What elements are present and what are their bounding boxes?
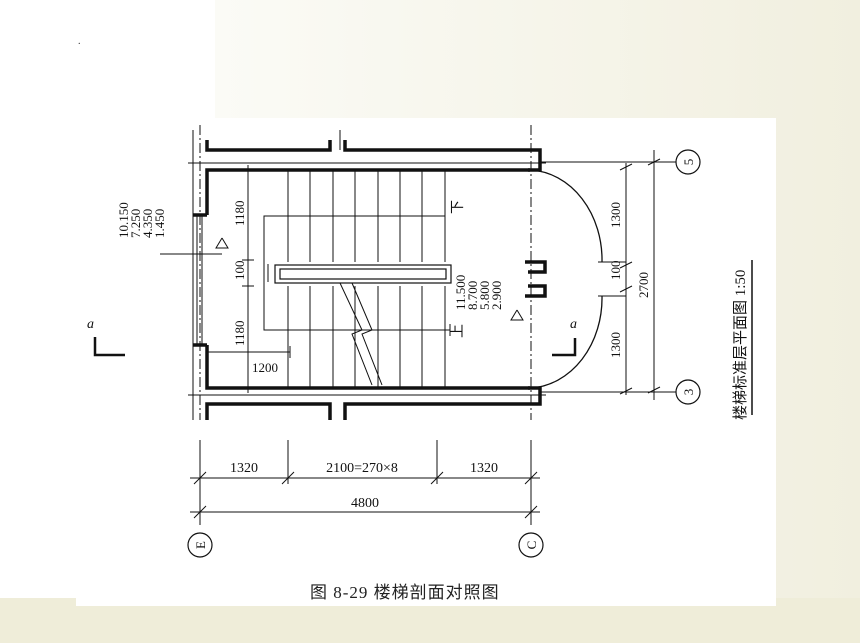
dim-right-100: 100 bbox=[608, 261, 623, 281]
dim-left-1180-bottom: 1180 bbox=[232, 320, 247, 346]
break-line-2 bbox=[351, 282, 383, 386]
section-label-right: a bbox=[570, 317, 577, 332]
wall-top-right bbox=[343, 140, 542, 172]
section-marker-right bbox=[552, 338, 577, 357]
door-pier-top bbox=[525, 260, 547, 274]
elevation-mid-4: 2.900 bbox=[489, 281, 504, 310]
wall-inner-top bbox=[205, 168, 530, 215]
elevation-mid-2: 8.700 bbox=[465, 281, 480, 310]
elevation-left-2: 7.250 bbox=[128, 209, 143, 238]
stair-well-inner bbox=[279, 268, 447, 280]
dim-bottom-total: 4800 bbox=[351, 496, 379, 511]
grid-label-3: 3 bbox=[681, 389, 696, 396]
dim-right-1300-top: 1300 bbox=[608, 202, 623, 228]
elev-triangle-mid bbox=[510, 309, 524, 321]
grid-label-e: E bbox=[193, 541, 208, 549]
bay-arc-top bbox=[530, 169, 603, 263]
wall-top-left bbox=[205, 140, 332, 152]
elevation-left-1: 10.150 bbox=[116, 202, 131, 238]
dim-1200: 1200 bbox=[252, 360, 278, 375]
section-label-left: a bbox=[87, 317, 94, 332]
grid-label-c: C bbox=[524, 541, 539, 550]
dim-right-2700: 2700 bbox=[636, 272, 651, 298]
stair-well-outer bbox=[274, 264, 452, 284]
elev-triangle-left bbox=[215, 237, 229, 249]
corner-mark: . bbox=[78, 36, 81, 47]
elevation-mid-3: 5.800 bbox=[477, 281, 492, 310]
down-label: 下 bbox=[451, 200, 466, 214]
dim-left-100: 100 bbox=[232, 261, 247, 281]
elevation-mid-1: 11.500 bbox=[453, 275, 468, 310]
elevation-left-3: 4.350 bbox=[140, 209, 155, 238]
dim-left-1180-top: 1180 bbox=[232, 200, 247, 226]
door-pier-bottom bbox=[525, 284, 547, 298]
figure-caption: 图 8-29 楼梯剖面对照图 bbox=[310, 583, 500, 602]
wall-bottom-left bbox=[205, 402, 332, 420]
section-marker-left bbox=[93, 337, 125, 357]
grid-bubble-e bbox=[187, 532, 213, 558]
dim-bottom-middle: 2100=270×8 bbox=[326, 461, 398, 476]
up-label: 上 bbox=[450, 324, 466, 338]
dim-right-1300-bottom: 1300 bbox=[608, 332, 623, 358]
break-line-1 bbox=[339, 282, 373, 386]
wall-bottom-right bbox=[343, 386, 542, 420]
grid-bubble-c bbox=[518, 532, 544, 558]
elevation-left-4: 1.450 bbox=[152, 209, 167, 238]
grid-label-5: 5 bbox=[681, 159, 696, 166]
dim-bottom-1320-left: 1320 bbox=[230, 461, 258, 476]
grid-bubble-5 bbox=[675, 149, 701, 175]
bay-arc-bottom bbox=[530, 295, 603, 389]
dim-bottom-1320-right: 1320 bbox=[470, 461, 498, 476]
grid-bubble-3 bbox=[675, 379, 701, 405]
plan-title: 楼梯标准层平面图 1:50 bbox=[732, 270, 749, 420]
